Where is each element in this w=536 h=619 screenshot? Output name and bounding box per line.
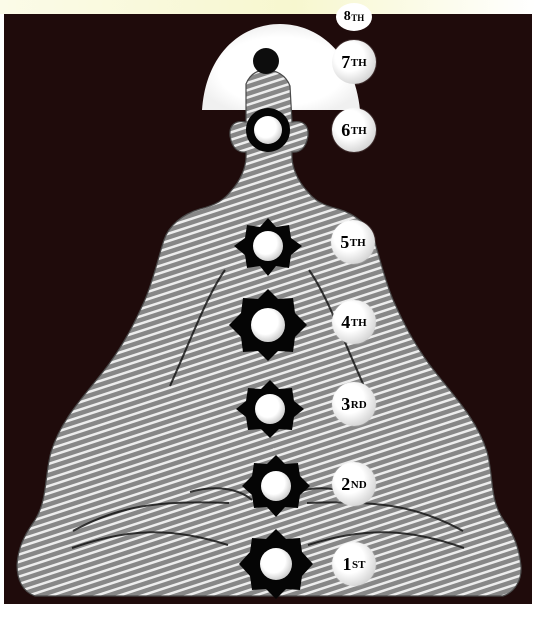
chakra-label-1: 1ST <box>332 542 376 586</box>
chakra-label-2: 2ND <box>332 462 376 506</box>
chakra-label-6: 6TH <box>332 108 376 152</box>
chakra-label-3: 3RD <box>332 382 376 426</box>
chakra-label-8: 8TH <box>336 3 372 31</box>
chakra-label-5: 5TH <box>331 220 375 264</box>
chakra-8-point <box>253 48 279 74</box>
chakra-label-4: 4TH <box>332 300 376 344</box>
chakra-label-7: 7TH <box>332 40 376 84</box>
